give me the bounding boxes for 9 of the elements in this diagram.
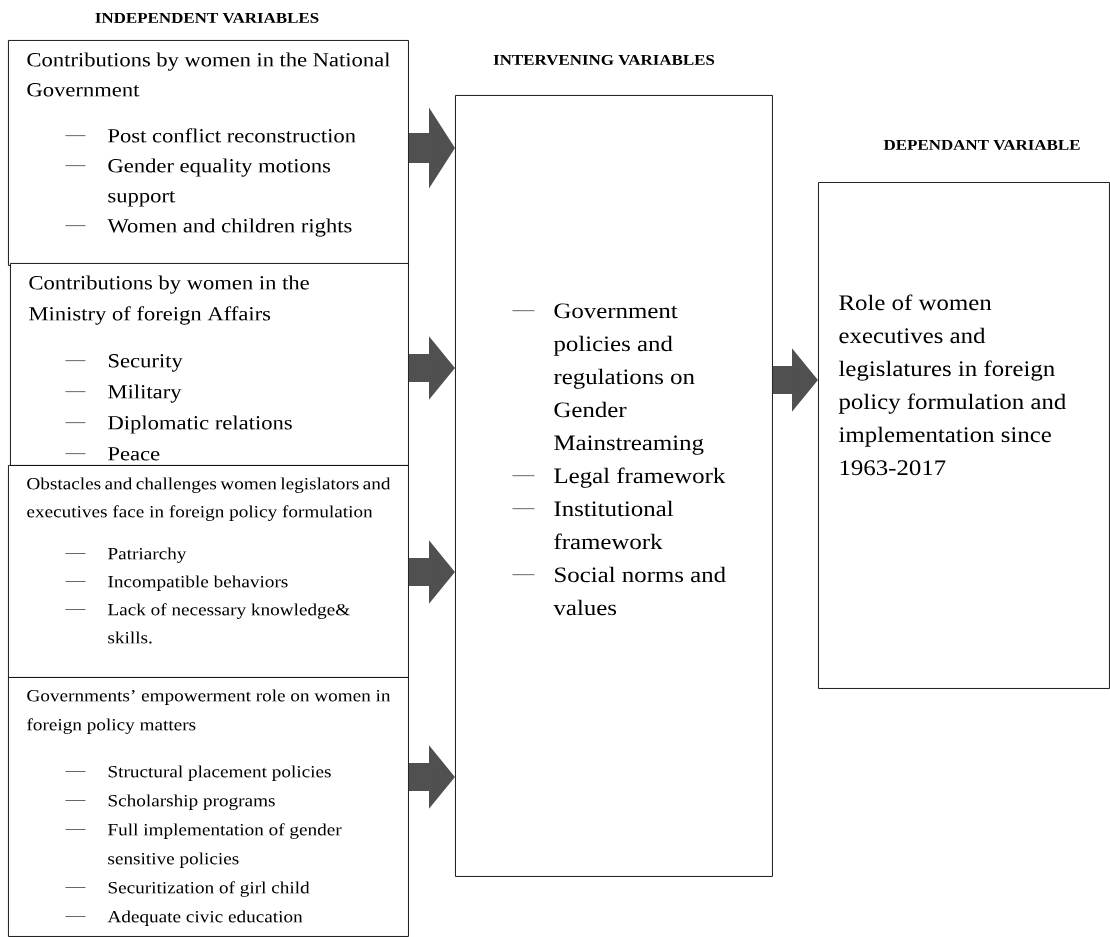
variable-box: Contributions by women in the National Government Post conflict reconstruction Gender equality motions support Women and children rights: [8, 40, 409, 266]
column-heading: DEPENDANT VARIABLE: [883, 139, 1080, 151]
variable-box: Contributions by women in the Ministry of foreign Affairs Security Military Diplomatic relations Peace: [10, 263, 409, 466]
variable-box: Role of women executives and legislatures in foreign policy formulation and implementation since 1963-2017: [818, 182, 1110, 689]
variable-box: Governments’ empowerment role on women in foreign policy matters Structural placement policies Scholarship programs Full implementation of gender sensitive policies Securitization of girl child Adequate civic education: [8, 677, 409, 937]
column-heading: INTERVENING VARIABLES: [493, 54, 715, 66]
variable-box: Government policies and regulations on Gender Mainstreaming Legal framework Institutional framework Social norms and values: [455, 95, 773, 877]
column-heading: INDEPENDENT VARIABLES: [95, 12, 319, 24]
variable-box: Obstacles and challenges women legislators and executives face in foreign policy formulation Patriarchy Incompatible behaviors Lack of necessary knowledge& skills.: [8, 465, 409, 678]
